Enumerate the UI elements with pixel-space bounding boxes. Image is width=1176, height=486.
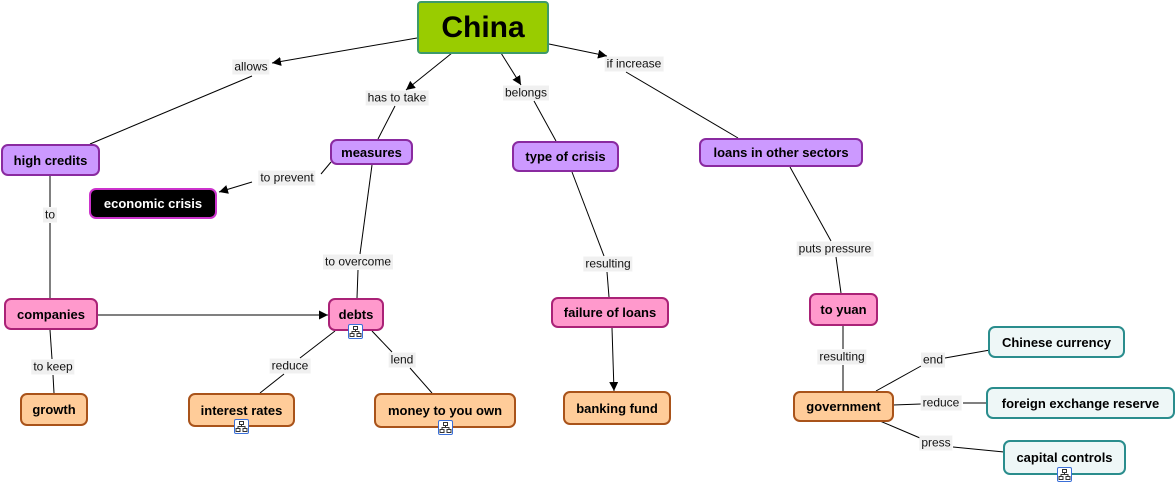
edge-if-increase-loans [625,71,739,139]
edge-government-end [875,365,922,392]
edge-resulting-failure [606,271,610,298]
sub-map-icon[interactable] [1057,467,1072,482]
node-companies[interactable]: companies [4,298,98,330]
node-growth[interactable]: growth [20,393,88,426]
sub-map-icon[interactable] [348,324,363,339]
edge-reduce-interest [259,373,285,394]
node-measures[interactable]: measures [330,139,413,165]
link-label-resulting: resulting [583,256,633,272]
edge-to-overcome-debts [356,269,359,299]
node-banking-fund[interactable]: banking fund [563,391,671,425]
node-high-credits[interactable]: high credits [1,144,100,176]
node-type-of-crisis[interactable]: type of crisis [512,141,619,172]
edge-puts-pressure-yuan [835,256,842,294]
node-to-yuan[interactable]: to yuan [809,293,878,326]
node-foreign-exchange-reserve[interactable]: foreign exchange reserve [986,387,1175,419]
edge-government-press [879,420,921,439]
node-economic-crisis[interactable]: economic crisis [89,188,217,219]
edge-lend-money [409,367,433,394]
link-label-to-overcome: to overcome [322,254,394,270]
link-label-to-prevent: to prevent [258,170,316,186]
link-label-if-increase: if increase [604,56,664,72]
edge-measures-to-overcome [359,164,373,255]
edge-china-allows [271,37,418,66]
link-label-reduce: reduce [269,358,311,374]
edge-end-currency [944,349,991,359]
edge-loans-puts-pressure [789,166,832,242]
link-label-has-to-take: has to take [365,90,429,106]
edge-debts-lend [371,330,393,353]
edge-has-to-take-measures [377,105,396,140]
link-label-lend: lend [388,352,416,368]
edge-china-belongs [500,52,522,86]
node-loans-in-other-sectors[interactable]: loans in other sectors [699,138,863,167]
node-failure-of-loans[interactable]: failure of loans [551,297,669,328]
link-label-belongs: belongs [502,85,550,101]
node-government[interactable]: government [793,391,894,422]
edge-debts-reduce [299,330,336,359]
link-label-reduce: reduce [920,395,962,411]
edge-failure-banking [609,327,619,392]
link-label-puts-pressure: puts pressure [796,241,874,257]
link-label-press: press [919,435,953,451]
node-interest-rates[interactable]: interest rates [188,393,295,427]
edge-type-resulting [571,171,605,257]
link-label-end: end [920,352,946,368]
edge-belongs-type [533,100,557,142]
edge-measures-to-prevent [320,161,332,175]
edge-government-reduce [892,403,922,406]
sub-map-icon[interactable] [234,419,249,434]
sub-map-icon[interactable] [438,420,453,435]
edge-china-has-to-take [405,52,453,91]
link-label-to: to [42,207,58,223]
link-label-allows: allows [232,59,270,75]
edge-china-if-increase [548,43,608,59]
node-chinese-currency[interactable]: Chinese currency [988,326,1125,358]
edge-press-controls [952,446,1005,453]
link-label-resulting: resulting [817,349,867,365]
edge-allows-high-credits [89,75,253,145]
node-china[interactable]: China [417,1,549,54]
edge-to-keep-growth [52,374,55,394]
edge-to-prevent-crisis [218,181,253,194]
link-label-to-keep: to keep [31,359,75,375]
edge-companies-to-keep [49,329,53,360]
